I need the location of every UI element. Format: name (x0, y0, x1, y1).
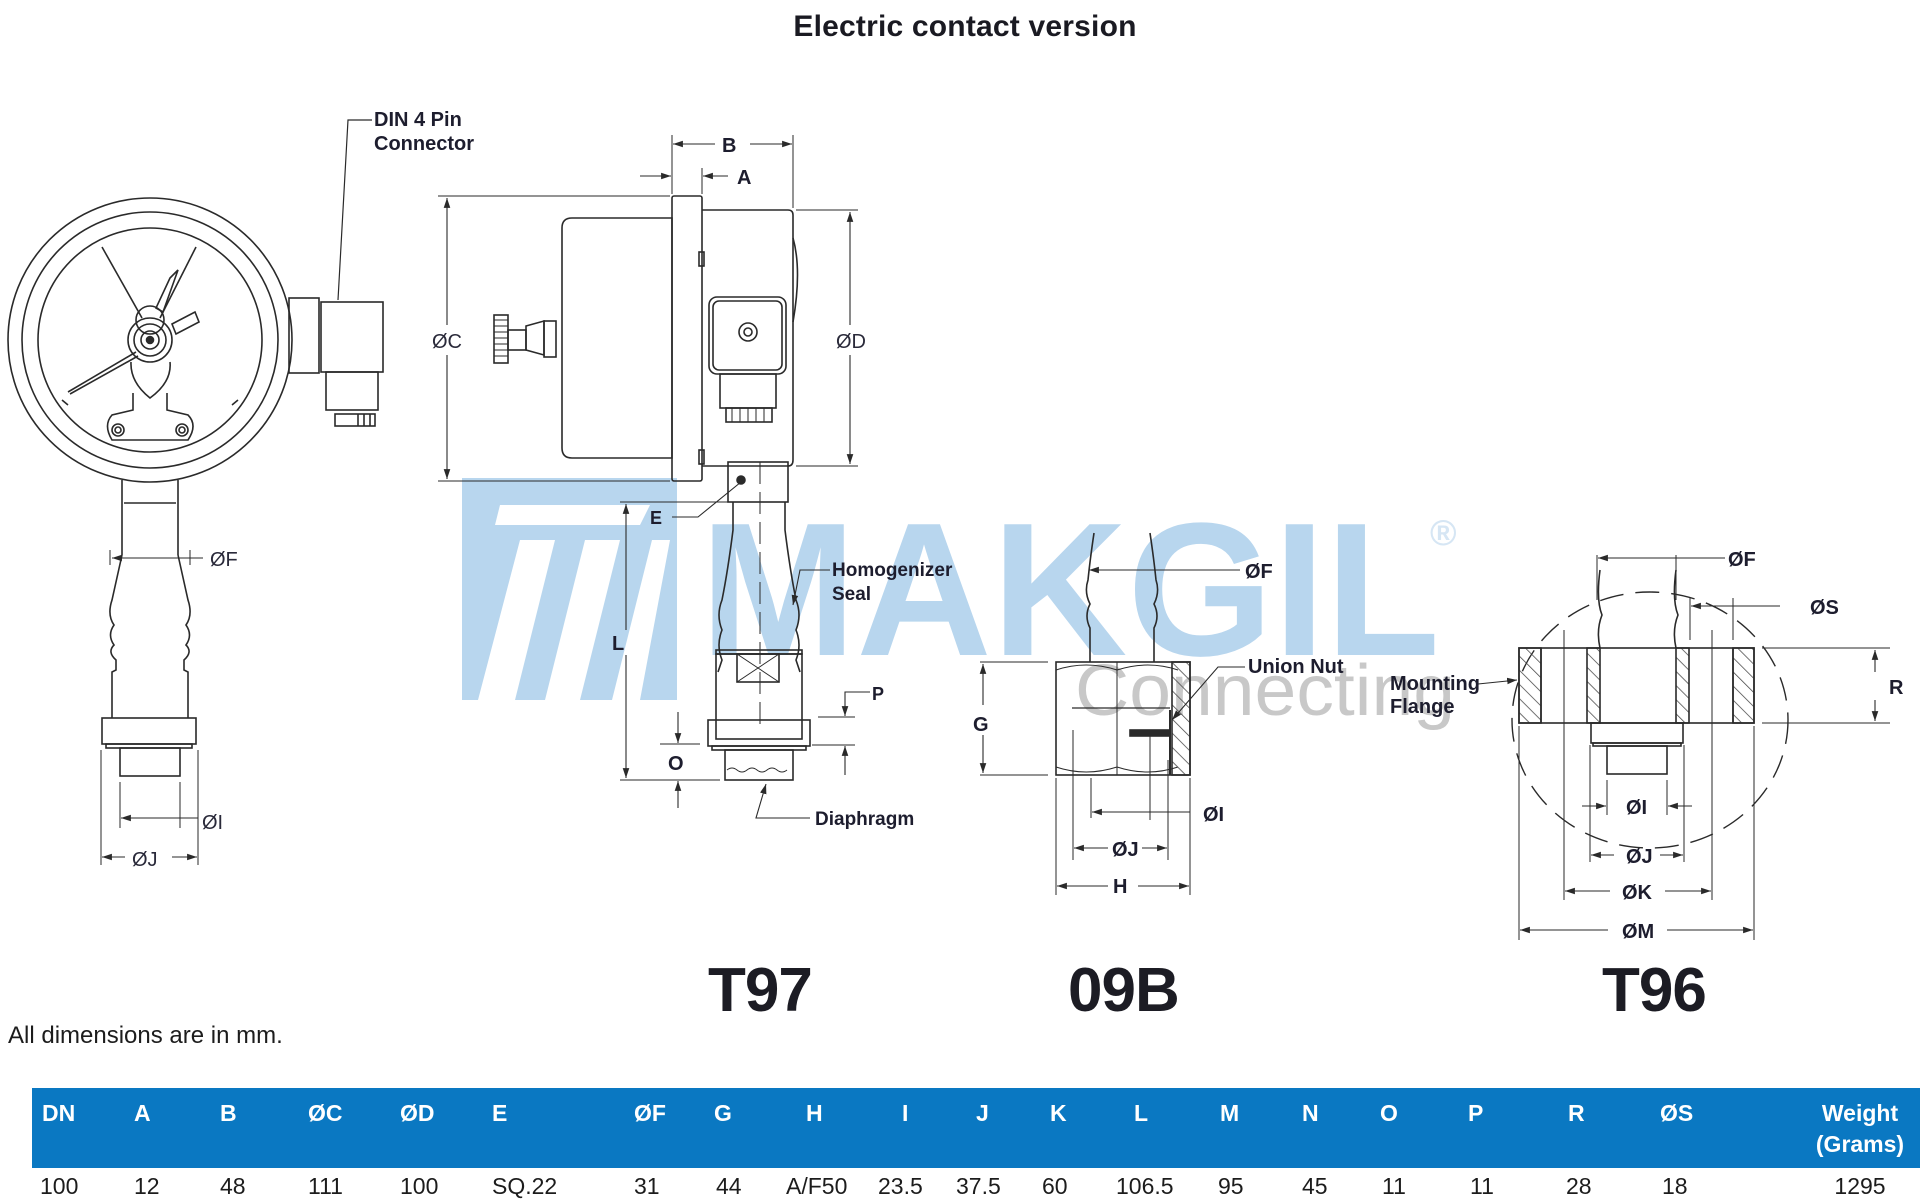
side-dim-B: B (722, 135, 736, 157)
col-header-g: G (686, 1088, 774, 1168)
side-dim-P: P (872, 684, 884, 704)
cell-f: 31 (634, 1172, 660, 1199)
col-header-j: J (950, 1088, 1028, 1168)
cell-g: 44 (716, 1172, 742, 1199)
model-label-09b: 09B (1068, 956, 1180, 1025)
cell-p: 11 (1470, 1172, 1494, 1199)
cell-i: 23.5 (878, 1172, 923, 1199)
cell-n: 45 (1302, 1172, 1328, 1199)
callout-flange-line2: Flange (1390, 696, 1454, 718)
model-label-t96: T96 (1602, 956, 1707, 1025)
cell-k: 60 (1042, 1172, 1068, 1199)
cell-j: 37.5 (956, 1172, 1001, 1199)
t96-dim-R: R (1889, 677, 1904, 699)
cell-dn: 100 (40, 1172, 79, 1199)
col-header-l: L (1106, 1088, 1198, 1168)
front-dim-J: ØJ (132, 849, 158, 871)
09b-dim-H: H (1113, 876, 1127, 898)
col-header-h: H (774, 1088, 872, 1168)
callout-diaphragm: Diaphragm (815, 809, 914, 830)
t96-dim-J: ØJ (1626, 846, 1653, 868)
09b-dim-I: ØI (1203, 804, 1224, 826)
side-dim-E: E (650, 508, 662, 528)
view-09b (979, 532, 1245, 895)
cell-o: 11 (1382, 1172, 1406, 1199)
09b-dim-J: ØJ (1112, 839, 1139, 861)
cell-e: SQ.22 (492, 1172, 558, 1199)
dimensions-note: All dimensions are in mm. (8, 1022, 283, 1049)
cell-d: 100 (400, 1172, 439, 1199)
side-view (438, 135, 870, 819)
front-view (7, 119, 384, 865)
makgil-logo-icon (462, 478, 677, 700)
callout-seal-line2: Seal (832, 584, 871, 605)
cell-h: A/F50 (786, 1172, 848, 1199)
col-header-p: P (1438, 1088, 1530, 1168)
cell-a: 12 (134, 1172, 160, 1199)
t96-dim-I: ØI (1626, 797, 1647, 819)
col-header-weight-unit: (Grams) (1815, 1131, 1905, 1157)
model-label-t97: T97 (708, 956, 813, 1025)
col-header-b: B (206, 1088, 294, 1168)
watermark-registered: ® (1430, 512, 1457, 553)
side-dim-O: O (668, 753, 684, 775)
callout-seal-line1: Homogenizer (832, 560, 953, 581)
col-header-o: O (1358, 1088, 1438, 1168)
col-header-m: M (1198, 1088, 1280, 1168)
t96-dim-F: ØF (1728, 549, 1756, 571)
cell-b: 48 (220, 1172, 246, 1199)
watermark-brand: MAKGIL (700, 484, 1440, 696)
cell-s: 18 (1662, 1172, 1688, 1199)
side-dim-A: A (737, 167, 751, 189)
t96-dim-S: ØS (1810, 597, 1839, 619)
page-title: Electric contact version (793, 10, 1137, 43)
col-header-r: R (1530, 1088, 1630, 1168)
watermark: MAKGIL ® Connecting (462, 478, 1457, 731)
cell-l: 106.5 (1116, 1172, 1174, 1199)
col-header-weight-label: Weight (1821, 1100, 1899, 1126)
watermark-tagline: Connecting (1075, 651, 1455, 731)
col-header-e: E (478, 1088, 598, 1168)
col-header-s: ØS (1630, 1088, 1730, 1168)
cell-m: 95 (1218, 1172, 1244, 1199)
side-dim-D: ØD (836, 331, 866, 353)
cell-c: 111 (308, 1172, 343, 1199)
col-header-c: ØC (294, 1088, 386, 1168)
side-dim-L: L (612, 633, 624, 655)
col-header-dn: DN (32, 1088, 120, 1168)
view-t96 (1477, 554, 1890, 940)
callout-union-nut: Union Nut (1248, 656, 1344, 678)
table-header-row: DN A B ØC ØD E ØF G H I J K L M N O P R … (32, 1088, 1920, 1168)
callout-connector-line1: DIN 4 Pin (374, 109, 462, 131)
col-header-d: ØD (386, 1088, 478, 1168)
col-header-weight: Weight (Grams) (1730, 1088, 1920, 1168)
t96-dim-K: ØK (1622, 882, 1653, 904)
front-dim-F: ØF (210, 549, 238, 571)
spec-table: DN A B ØC ØD E ØF G H I J K L M N O P R … (32, 1088, 1920, 1200)
side-dim-C: ØC (432, 331, 462, 353)
col-header-f: ØF (598, 1088, 686, 1168)
09b-dim-F: ØF (1245, 561, 1273, 583)
callout-connector-line2: Connector (374, 133, 474, 155)
col-header-n: N (1280, 1088, 1358, 1168)
t96-dim-M: ØM (1622, 921, 1654, 943)
09b-dim-G: G (973, 714, 989, 736)
callout-flange-line1: Mounting (1390, 673, 1480, 695)
table-row: 100 12 48 111 100 SQ.22 31 44 A/F50 23.5… (32, 1168, 1920, 1200)
cell-r: 28 (1566, 1172, 1592, 1199)
cell-weight: 1295 (1834, 1172, 1886, 1199)
col-header-k: K (1028, 1088, 1106, 1168)
col-header-a: A (120, 1088, 206, 1168)
col-header-i: I (872, 1088, 950, 1168)
front-dim-I: ØI (202, 812, 223, 834)
